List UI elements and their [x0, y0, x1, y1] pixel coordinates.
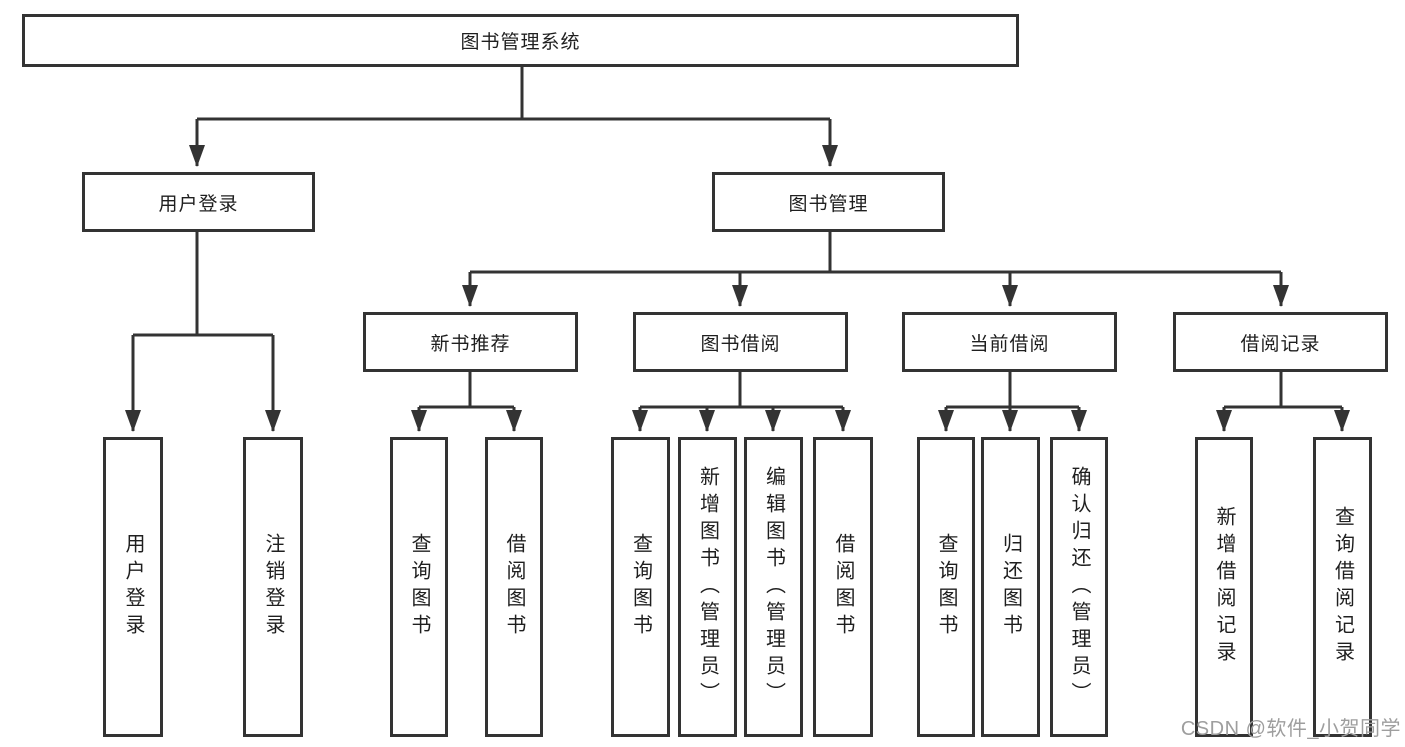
node-user-login: 用户登录 — [82, 172, 315, 232]
leaf-confirm-return-admin: 确认归还（管理员） — [1050, 437, 1108, 737]
leaf-label: 用户登录 — [122, 533, 144, 641]
leaf-borrow-books: 借阅图书 — [485, 437, 543, 737]
leaf-label: 借阅图书 — [503, 533, 525, 641]
leaf-label: 注销登录 — [262, 533, 284, 641]
leaf-user-login: 用户登录 — [103, 437, 163, 737]
node-book-management: 图书管理 — [712, 172, 945, 232]
leaf-add-books-admin: 新增图书（管理员） — [678, 437, 737, 737]
leaf-label: 编辑图书（管理员） — [762, 465, 785, 709]
leaf-label: 查询图书 — [629, 533, 652, 641]
leaf-query-books: 查询图书 — [917, 437, 975, 737]
leaf-label: 查询图书 — [935, 533, 957, 641]
leaf-label: 归还图书 — [999, 533, 1022, 641]
leaf-query-books: 查询图书 — [611, 437, 670, 737]
node-root-system: 图书管理系统 — [22, 14, 1019, 67]
node-current-borrowing: 当前借阅 — [902, 312, 1117, 372]
node-borrowing-records: 借阅记录 — [1173, 312, 1388, 372]
leaf-query-books: 查询图书 — [390, 437, 448, 737]
leaf-label: 新增借阅记录 — [1213, 506, 1235, 668]
leaf-edit-books-admin: 编辑图书（管理员） — [744, 437, 803, 737]
node-new-book-recommend: 新书推荐 — [363, 312, 578, 372]
leaf-label: 新增图书（管理员） — [696, 465, 719, 709]
leaf-logout: 注销登录 — [243, 437, 303, 737]
leaf-borrow-books: 借阅图书 — [813, 437, 873, 737]
leaf-label: 查询图书 — [408, 533, 430, 641]
leaf-label: 借阅图书 — [832, 533, 854, 641]
node-book-borrowing: 图书借阅 — [633, 312, 848, 372]
leaf-return-books: 归还图书 — [981, 437, 1040, 737]
leaf-query-borrow-record: 查询借阅记录 — [1313, 437, 1372, 737]
leaf-label: 确认归还（管理员） — [1068, 465, 1090, 709]
leaf-add-borrow-record: 新增借阅记录 — [1195, 437, 1253, 737]
leaf-label: 查询借阅记录 — [1331, 506, 1354, 668]
